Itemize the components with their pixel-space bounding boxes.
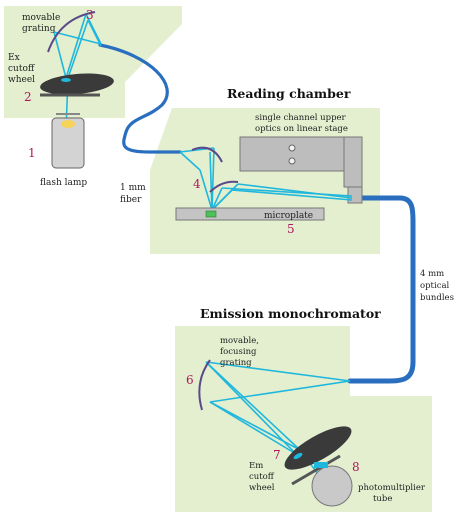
- number-8: 8: [352, 460, 360, 474]
- optical-bundle-fiber: [347, 195, 416, 384]
- excitation-light-rays: [53, 13, 102, 131]
- optical-bundles-label: 4 mm optical bundles: [420, 269, 454, 303]
- ex-cutoff-wheel-filter: [61, 78, 71, 82]
- excitation-fiber: [98, 43, 182, 154]
- upper-optics-screw-1: [288, 144, 296, 152]
- number-3: 3: [86, 8, 94, 22]
- upper-optics-block: [239, 136, 345, 172]
- em-cutoff-wheel-shaft: [291, 454, 341, 486]
- ex-cutoff-wheel: [40, 73, 114, 95]
- microplate-well: [205, 210, 217, 218]
- photomultiplier-window: [314, 462, 328, 468]
- reading-chamber-light-rays: [179, 147, 353, 211]
- emission-monochromator-title: Emission monochromator: [200, 306, 381, 321]
- upper-optics-screw-2: [288, 157, 296, 165]
- number-7: 7: [273, 448, 281, 462]
- number-1: 1: [28, 146, 36, 160]
- number-4: 4: [193, 177, 201, 191]
- movable-grating-3: [47, 11, 96, 53]
- focusing-grating-label: movable, focusing grating: [220, 336, 262, 368]
- number-6: 6: [186, 373, 194, 387]
- photomultiplier-tube: [311, 465, 353, 507]
- emission-light-rays: [205, 361, 351, 475]
- upper-optics-label: single channel upper optics on linear st…: [255, 113, 348, 134]
- flash-lamp-label: flash lamp: [40, 178, 87, 188]
- ex-cutoff-wheel-label: Ex cutoff wheel: [8, 53, 37, 85]
- grating-4: [191, 146, 223, 163]
- flash-lamp-body: [51, 117, 85, 169]
- movable-grating-label: movable grating: [22, 13, 63, 34]
- number-5: 5: [287, 222, 295, 236]
- reading-chamber-title: Reading chamber: [227, 86, 351, 101]
- emission-panel: [175, 326, 432, 512]
- em-cutoff-wheel-label: Em cutoff wheel: [249, 461, 277, 493]
- em-cutoff-wheel: [284, 426, 352, 470]
- microplate-label: microplate: [264, 211, 313, 221]
- upper-optics-block-step: [343, 136, 363, 188]
- grating-4-lower: [209, 180, 239, 193]
- photomultiplier-tube-label: photomultiplier tube: [358, 483, 428, 504]
- em-cutoff-wheel-filter: [293, 452, 303, 460]
- fiber-label: 1 mm fiber: [120, 183, 149, 205]
- number-2: 2: [24, 90, 32, 104]
- focusing-grating-6: [198, 359, 211, 411]
- flash-lamp-glow: [61, 120, 75, 128]
